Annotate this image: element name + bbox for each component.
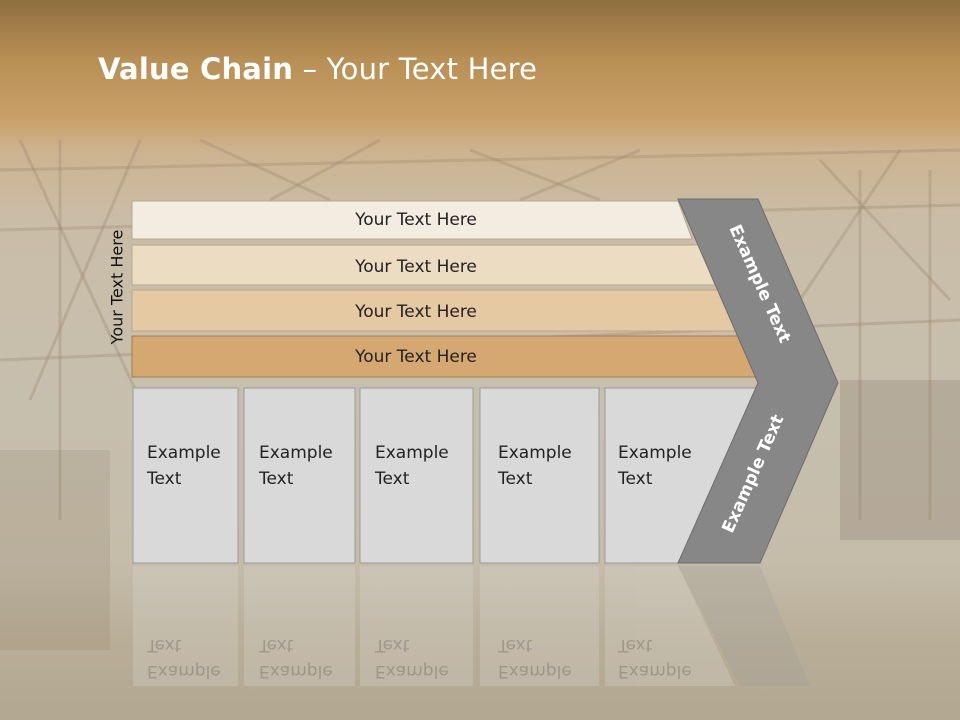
- support-bar-4-label: Your Text Here: [354, 347, 477, 367]
- chevron-reflection: [678, 566, 810, 686]
- activity-box-4: [479, 387, 600, 564]
- activity-box-2-label: Example Text: [259, 443, 333, 489]
- activity-box-3-reflection: Example Text: [375, 635, 449, 681]
- activity-box-1: [132, 387, 239, 564]
- activity-box-4-reflection: Example Text: [498, 635, 572, 681]
- activity-box-3: [359, 387, 474, 564]
- support-bar-2-label: Your Text Here: [354, 257, 477, 277]
- activity-box-1-reflection: Example Text: [147, 635, 221, 681]
- activity-box-2-reflection: Example Text: [259, 635, 333, 681]
- activity-box-4-label: Example Text: [498, 443, 572, 489]
- boxes-reflection: [133, 566, 735, 686]
- activity-box-2: [243, 387, 356, 564]
- support-bar-1: [131, 200, 693, 240]
- slide-title: Value Chain – Your Text Here: [98, 52, 537, 86]
- margin-chevron: [677, 198, 839, 564]
- title-bold: Value Chain: [98, 52, 294, 86]
- activity-box-5-label: Example Text: [618, 443, 692, 489]
- support-bar-3-label: Your Text Here: [354, 302, 477, 322]
- title-rest: – Your Text Here: [293, 52, 538, 86]
- activity-box-5-reflection: Example Text: [618, 635, 692, 681]
- support-bar-1-label: Your Text Here: [354, 210, 477, 230]
- activity-box-3-label: Example Text: [375, 443, 449, 489]
- activity-box-1-label: Example Text: [147, 443, 221, 489]
